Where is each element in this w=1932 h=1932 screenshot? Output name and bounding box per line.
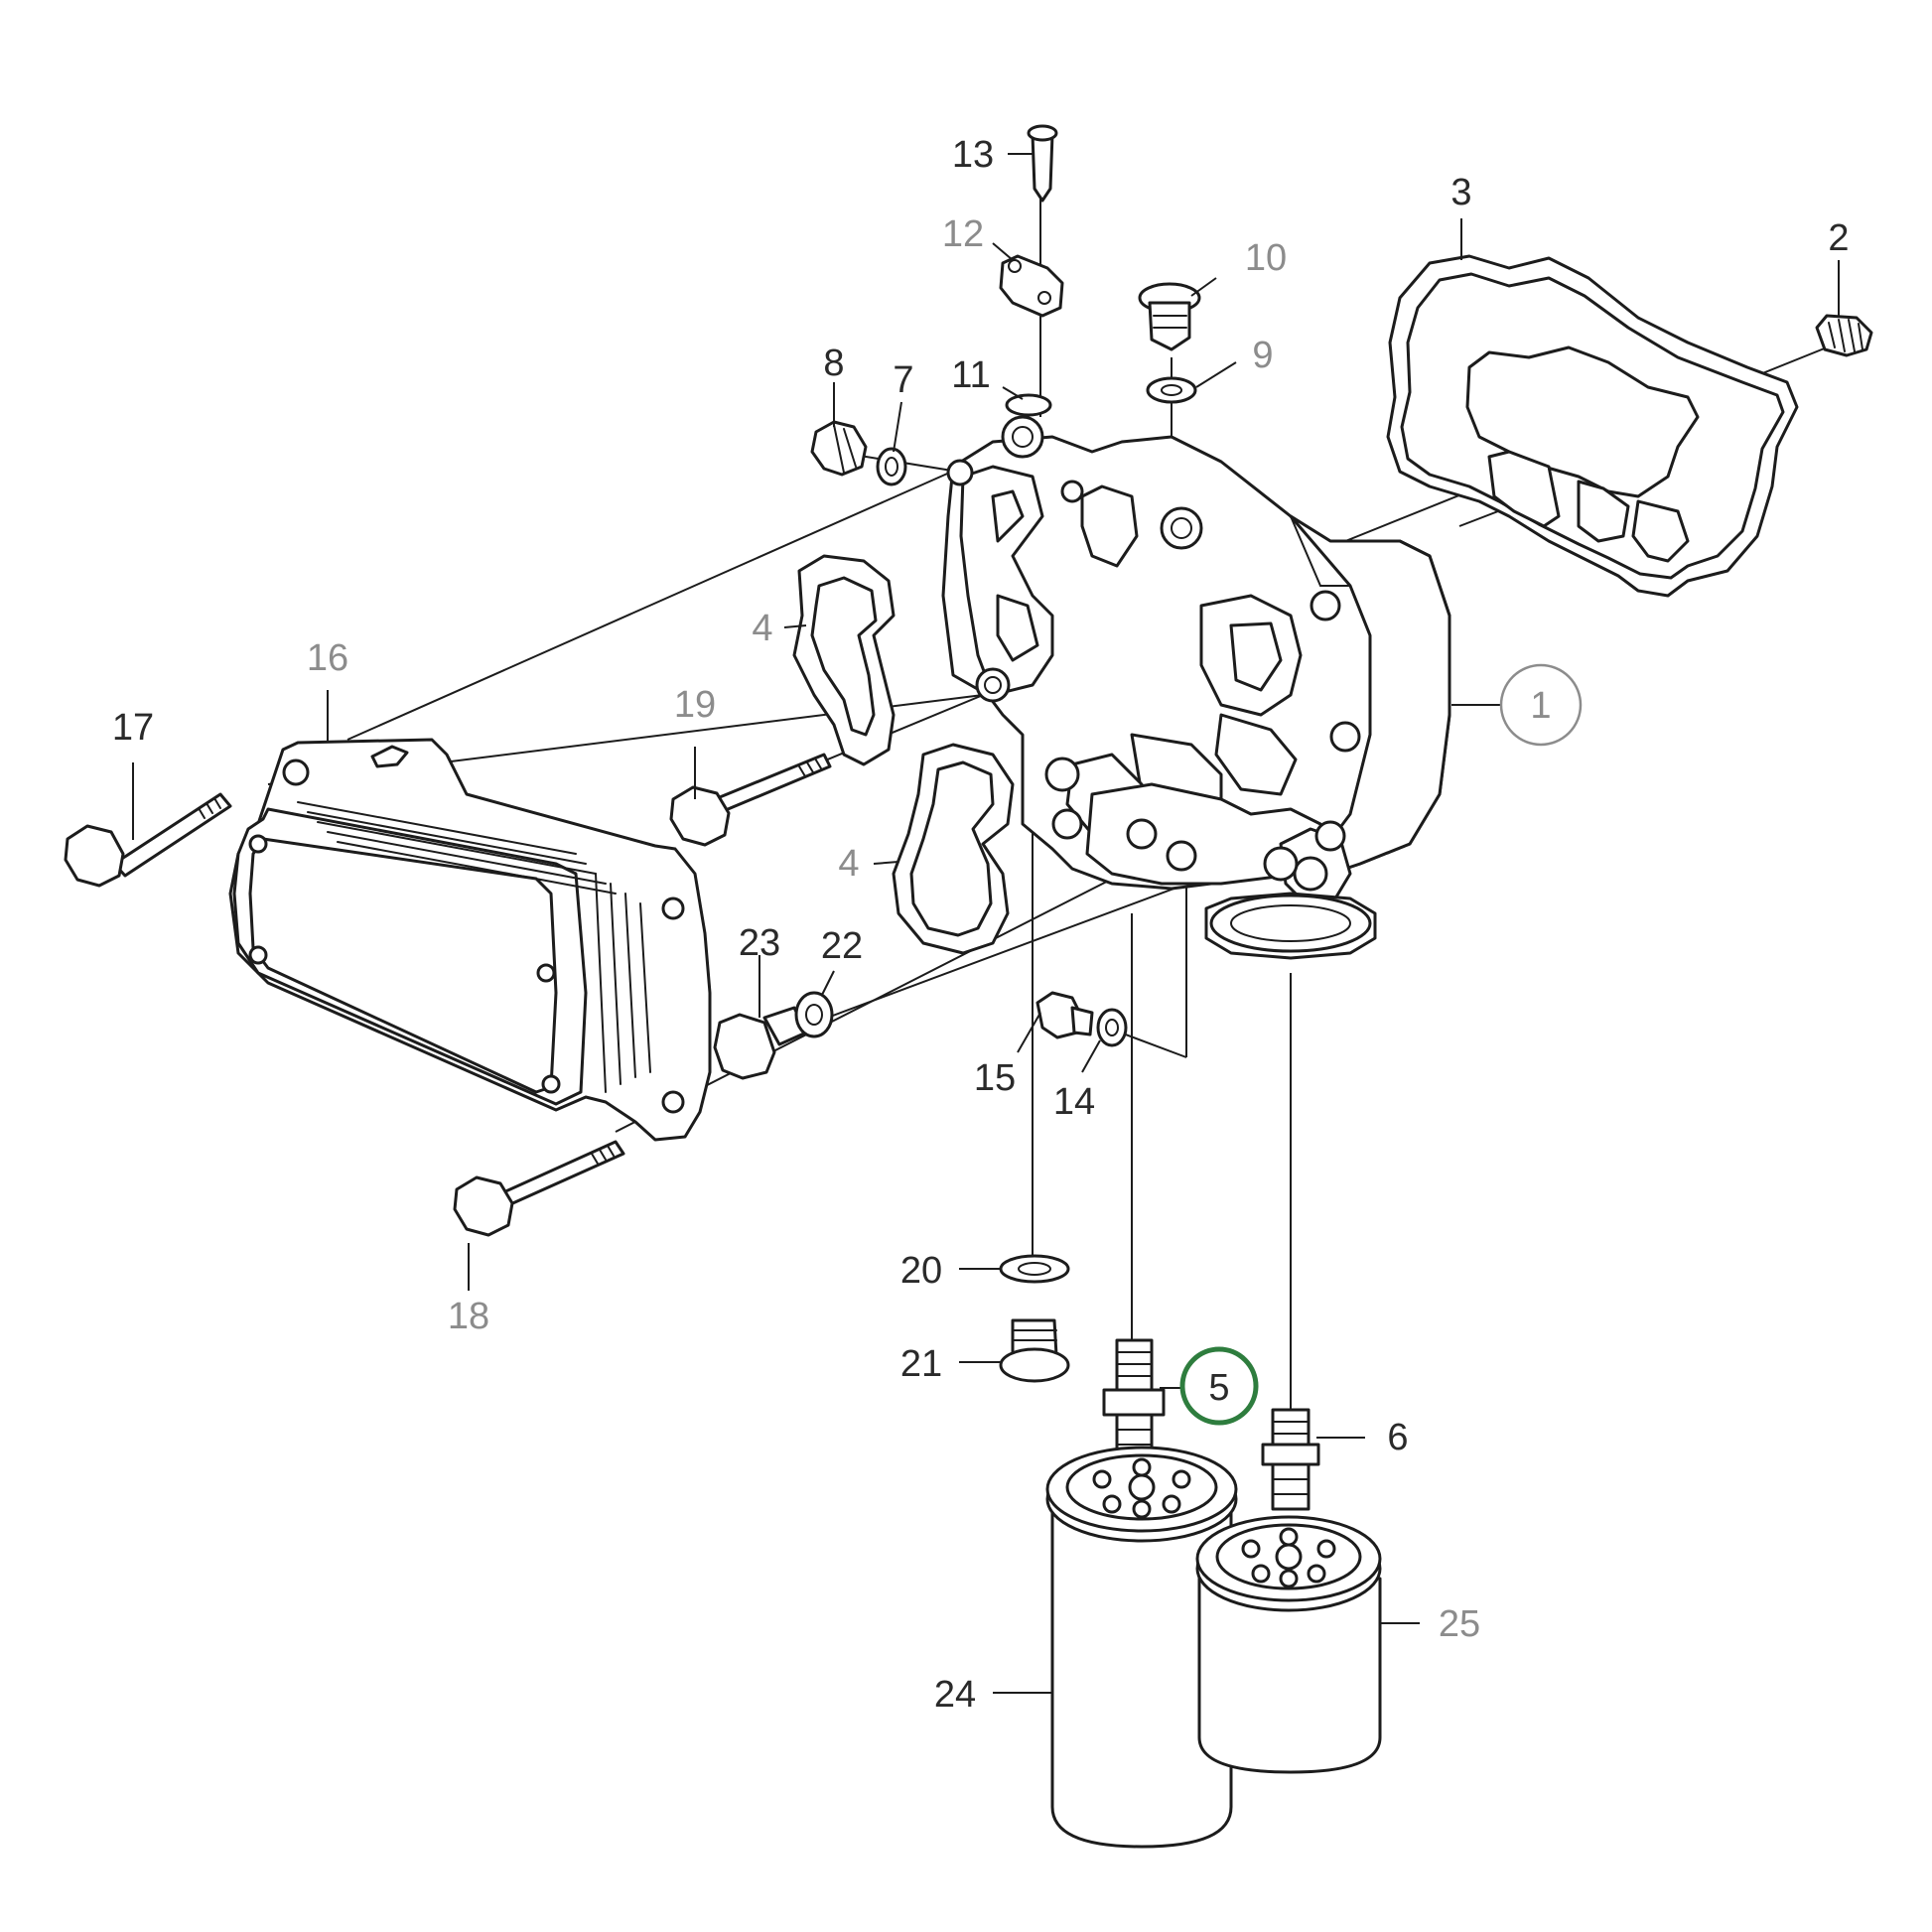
callout-10: 10 [1245,237,1287,279]
callout-5: 5 [1208,1367,1229,1409]
oil-filter-housing [941,415,1451,960]
callout-labels: 1 2 3 4 4 5 6 7 8 9 10 11 12 13 14 15 16… [112,134,1850,1716]
plate-12 [999,254,1064,318]
callout-13: 13 [952,134,994,176]
callout-16: 16 [307,637,348,679]
callout-9: 9 [1252,335,1273,376]
plug-23 [713,1006,808,1080]
nipple-6 [1261,1408,1320,1511]
plug-2 [1815,314,1873,357]
plug-8 [810,420,868,477]
callout-11: 11 [951,354,990,396]
callout-4-lower: 4 [838,843,859,885]
plug-15 [1035,991,1094,1039]
plug-10 [1138,282,1201,351]
callout-17: 17 [112,707,154,749]
gasket-4-lower [892,743,1015,955]
callout-4-upper: 4 [752,608,772,649]
callout-14: 14 [1053,1081,1095,1123]
bolt-18 [453,1140,625,1237]
callout-23: 23 [739,922,780,964]
callout-3: 3 [1450,172,1471,213]
bolt-19 [669,753,832,847]
gasket-4-upper [792,554,896,766]
callout-22: 22 [821,925,863,967]
washer-20 [999,1254,1070,1284]
oil-filter-24 [1045,1446,1238,1849]
callout-2: 2 [1828,217,1849,259]
oil-cooler [228,738,712,1142]
o-ring-11 [1005,393,1052,417]
callout-12: 12 [942,213,984,255]
washer-9 [1146,376,1197,404]
bolt-13 [1027,124,1058,203]
callout-18: 18 [448,1296,489,1337]
washer-22 [794,991,834,1038]
washer-14 [1096,1008,1128,1047]
callout-1: 1 [1530,685,1551,727]
callout-21: 21 [900,1343,942,1385]
callout-20: 20 [900,1250,942,1292]
callout-19: 19 [674,684,716,726]
bolt-17 [64,792,232,888]
callout-ring-5-highlight [1179,1346,1259,1426]
callout-15: 15 [974,1057,1016,1099]
gasket-large [1386,254,1799,598]
callout-24: 24 [934,1674,976,1716]
callout-25: 25 [1439,1603,1480,1645]
callout-8: 8 [823,343,844,384]
callout-ticks [132,153,1840,1694]
washer-7 [876,447,907,486]
oil-filter-25 [1195,1515,1382,1774]
callout-7: 7 [893,359,913,401]
plug-21 [999,1318,1070,1383]
callout-6: 6 [1387,1417,1408,1458]
callout-ring-1 [1499,663,1583,747]
nipple-5 [1102,1338,1166,1461]
